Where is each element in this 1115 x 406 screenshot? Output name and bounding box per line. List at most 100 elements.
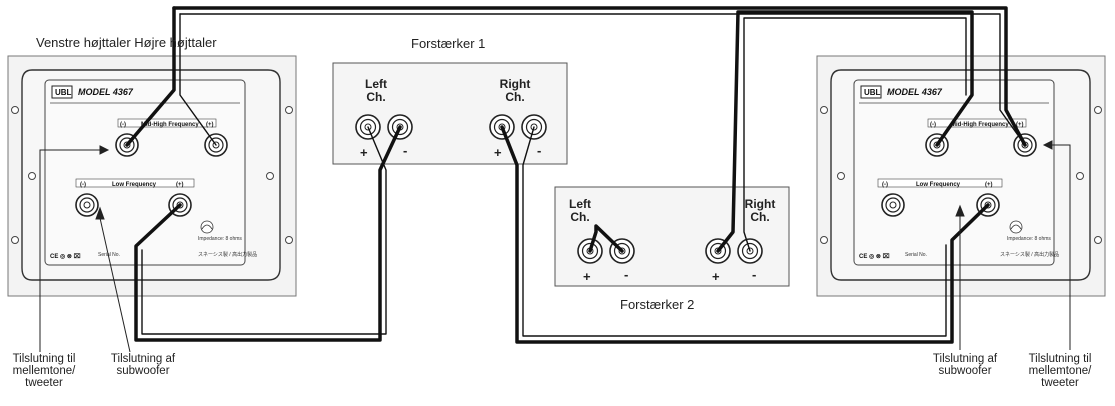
note-line: tweeter — [1041, 377, 1079, 389]
amp2-left-plus: + — [583, 269, 591, 284]
right-lf-label: Low Frequency — [916, 182, 961, 188]
wire-amp1-right-to-right-lf — [500, 125, 990, 344]
screw-icon — [837, 172, 845, 180]
wire-amp1-right-to-right-speaker-hf — [125, 6, 176, 147]
note-line: Tilslutning til — [13, 353, 76, 365]
left-impedance: Impedance: 8 ohms — [198, 236, 242, 242]
right-brand: UBL — [864, 88, 881, 97]
amp2-right-plus: + — [712, 269, 720, 284]
wire-amp1-left-pos — [141, 126, 387, 335]
certification-marks-icon: CE ◎ ⊗ ⌧ — [50, 253, 81, 260]
jbl-logo-icon — [51, 85, 73, 99]
left-hf-label: Mid-High Frequency — [141, 122, 199, 128]
amp1-right-minus: - — [537, 143, 541, 158]
callout-lines — [39, 140, 1071, 353]
amp2-left-minus: - — [624, 267, 628, 282]
jbl-logo-icon — [860, 85, 882, 99]
left-speaker: UBL MODEL 4367 (-) Mid-High Frequency (+… — [7, 55, 297, 297]
wire-amp2-left-link — [588, 224, 624, 253]
right-model: MODEL 4367 — [887, 87, 943, 97]
left-jp-text: スネーシス製 / 高出力製品 — [198, 251, 257, 258]
amp1-left-minus: - — [403, 143, 407, 158]
right-lf-plus: (+) — [985, 182, 993, 188]
speaker-wires — [125, 6, 1027, 344]
screw-icon — [11, 106, 19, 114]
right-hf-minus: (-) — [930, 122, 936, 128]
amp2-right-line: Right — [745, 197, 776, 211]
wire-top-run-inner — [179, 13, 1026, 146]
amp2-left-line: Ch. — [570, 210, 589, 224]
wire-amp1-right-neg — [522, 126, 947, 337]
left-hf-strip — [117, 118, 217, 128]
left-hf-minus: (-) — [120, 122, 126, 128]
note-line: mellemtone/ — [1029, 365, 1092, 377]
right-hf-plus: (+) — [1016, 122, 1024, 128]
note-line: subwoofer — [938, 365, 991, 377]
right-jp-text: スネーシス製 / 高出力製品 — [1000, 251, 1059, 258]
wire-amp2-right-to-right-hf — [716, 10, 974, 253]
wire-amp2-right-neg — [743, 17, 967, 252]
compass-logo-icon — [200, 220, 214, 234]
right-lf-strip — [877, 178, 1003, 188]
right-impedance: Impedance: 8 ohms — [1007, 236, 1051, 242]
screw-icon — [1094, 236, 1102, 244]
note-line: Tilslutning til — [1029, 353, 1092, 365]
wire-left-hf-thin — [179, 13, 217, 146]
left-lf-minus: (-) — [80, 182, 86, 188]
amp2-right-minus: - — [752, 267, 756, 282]
amp1-left-line: Left — [365, 77, 387, 91]
speakers-title: Venstre højttaler Højre højttaler — [36, 35, 217, 50]
left-lf-plus: (+) — [176, 182, 184, 188]
screw-icon — [266, 172, 274, 180]
screw-icon — [28, 172, 36, 180]
note-line: tweeter — [25, 377, 63, 389]
left-brand: UBL — [55, 88, 72, 97]
screw-icon — [1076, 172, 1084, 180]
note-line: Tilslutning af — [111, 353, 176, 365]
screw-icon — [820, 236, 828, 244]
amp1-left-line: Ch. — [366, 90, 385, 104]
screw-icon — [285, 236, 293, 244]
compass-logo-icon — [1009, 220, 1023, 234]
right-hf-strip — [927, 118, 1027, 128]
note-line: mellemtone/ — [13, 365, 76, 377]
amp1-right-line: Right — [500, 77, 531, 91]
certification-marks-icon: CE ◎ ⊗ ⌧ — [859, 253, 890, 260]
screw-icon — [1094, 106, 1102, 114]
amp2-left-line: Left — [569, 197, 591, 211]
left-lf-neg-terminal — [75, 193, 99, 217]
amp2-right-line: Ch. — [750, 210, 769, 224]
right-serial: Serial No. — [905, 252, 927, 258]
right-lf-neg-terminal — [881, 193, 905, 217]
note-line: subwoofer — [116, 365, 169, 377]
note-line: Tilslutning af — [933, 353, 998, 365]
right-lf-minus: (-) — [882, 182, 888, 188]
right-hf-label: Mid-High Frequency — [951, 122, 1009, 128]
amp1-title: Forstærker 1 — [411, 36, 485, 51]
left-lf-strip — [75, 178, 195, 188]
screw-icon — [285, 106, 293, 114]
right-speaker: UBL MODEL 4367 (-) Mid-High Frequency (+… — [816, 55, 1106, 297]
left-hf-plus: (+) — [206, 122, 214, 128]
screw-icon — [820, 106, 828, 114]
amp2-title: Forstærker 2 — [620, 297, 694, 312]
left-serial: Serial No. — [98, 252, 120, 258]
left-model: MODEL 4367 — [78, 87, 134, 97]
screw-icon — [11, 236, 19, 244]
amp1-right-line: Ch. — [505, 90, 524, 104]
wire-top-run — [172, 6, 1027, 147]
amp1-left-plus: + — [360, 145, 368, 160]
amp1-right-plus: + — [494, 145, 502, 160]
